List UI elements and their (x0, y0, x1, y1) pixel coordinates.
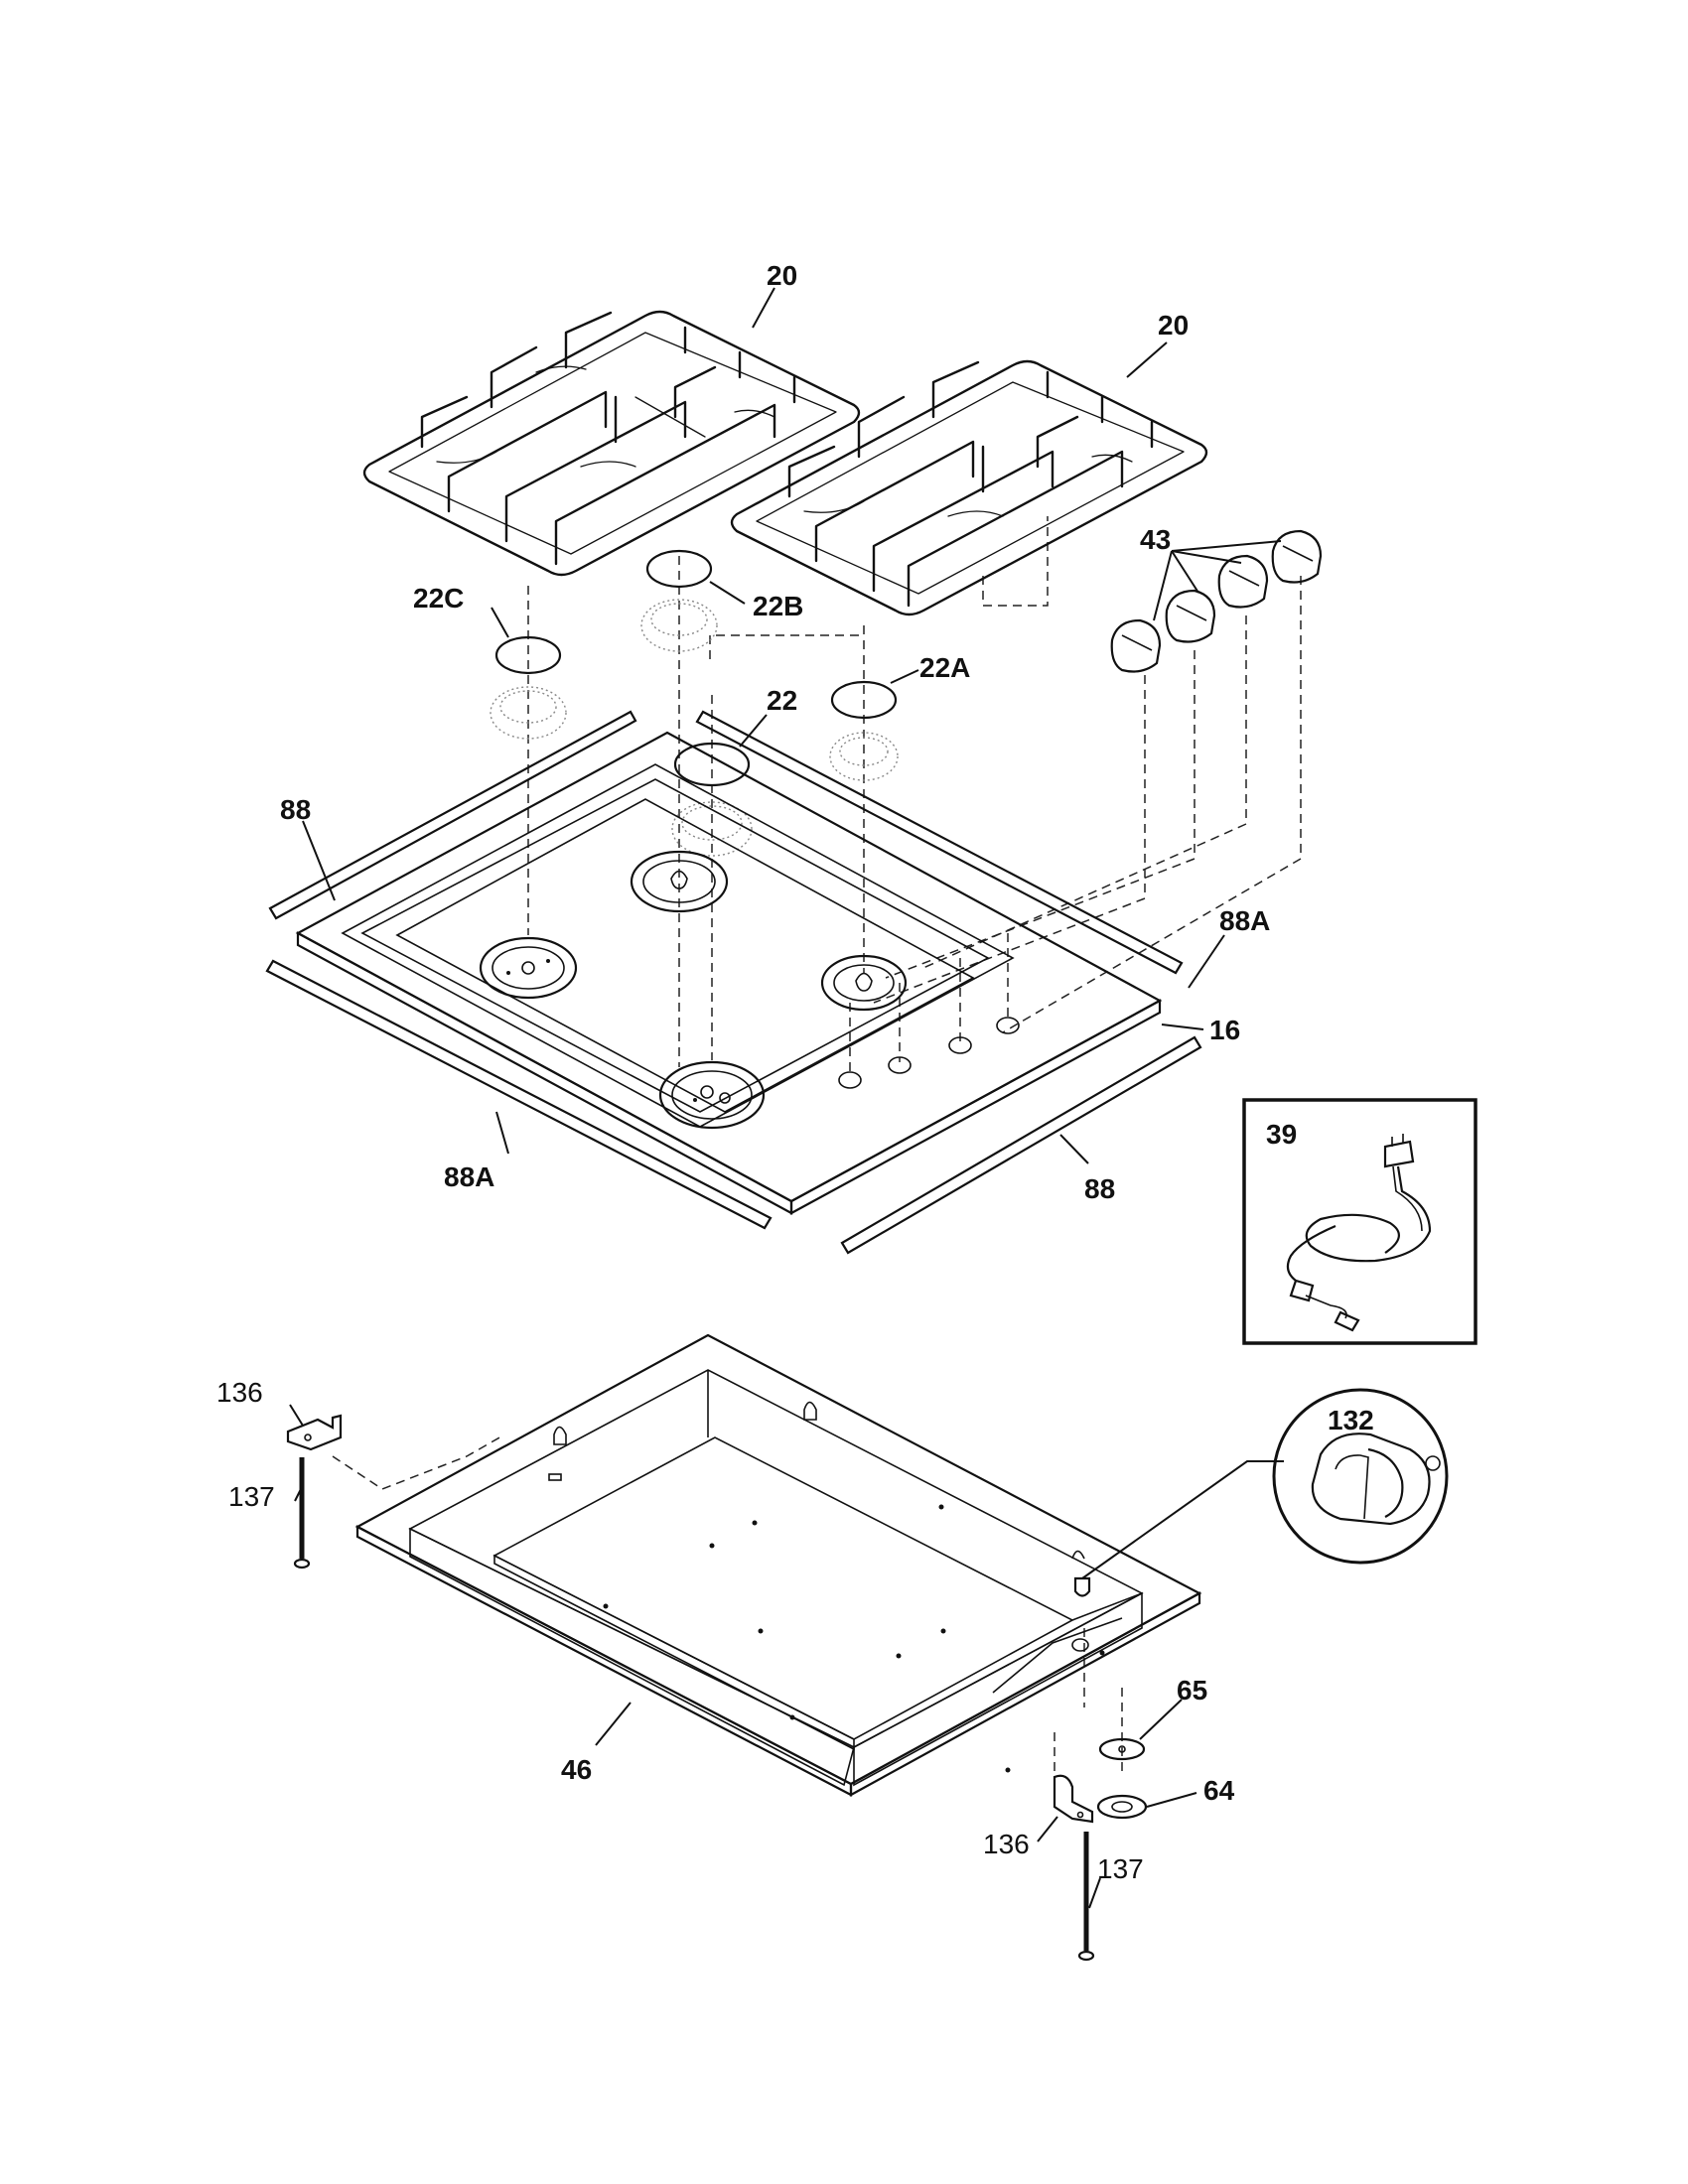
mounting-holes (603, 1504, 1105, 1773)
label-trim-88-front: 88 (1084, 1173, 1115, 1204)
trim-strip-88-left (268, 710, 637, 920)
burner-cap-22b (645, 549, 713, 589)
power-cord-frame (1242, 1098, 1477, 1345)
screw-137-right (1077, 1832, 1095, 1962)
burner-box-46 (354, 1333, 1202, 1797)
label-grate-right: 20 (1158, 310, 1189, 341)
label-gasket-64: 64 (1203, 1775, 1235, 1806)
power-cord-39 (1242, 1098, 1477, 1345)
burner-base (479, 936, 578, 1000)
label-cap-22b: 22B (753, 591, 803, 621)
label-trim-88a-right: 88A (1219, 905, 1270, 936)
knob (1110, 618, 1162, 673)
label-grate-left: 20 (767, 260, 797, 291)
label-burner-box-46: 46 (561, 1754, 592, 1785)
label-cord-39: 39 (1266, 1119, 1297, 1150)
trim-strip-88a-front (265, 959, 773, 1230)
label-bracket-136-right: 136 (983, 1829, 1030, 1859)
label-clip-132: 132 (1328, 1405, 1374, 1435)
label-bracket-136-left: 136 (216, 1377, 263, 1408)
cooktop-16 (295, 731, 1163, 1215)
alignment-lines (332, 516, 1302, 1787)
knob (1271, 529, 1323, 584)
knob (1165, 589, 1216, 643)
burner-base (630, 850, 729, 913)
burner-caps (494, 549, 898, 787)
burner-cap-22c (494, 635, 562, 675)
gasket-64 (1096, 1794, 1148, 1820)
label-screw-137-right: 137 (1097, 1853, 1144, 1884)
screw-137-left (293, 1457, 311, 1570)
clip-132 (1272, 1388, 1449, 1565)
burner-head (671, 801, 753, 857)
burner-cap-22 (673, 742, 751, 787)
label-cap-22a: 22A (919, 652, 970, 683)
knob-holes (838, 1017, 1020, 1089)
burner-heads (490, 599, 899, 857)
burner-head (640, 599, 718, 652)
burner-base (820, 954, 908, 1012)
burner-head (490, 686, 567, 740)
gasket-65 (1098, 1737, 1146, 1761)
burner-head (829, 732, 899, 781)
label-screw-137-left: 137 (228, 1481, 275, 1512)
label-cooktop-16: 16 (1209, 1015, 1240, 1045)
label-knobs: 43 (1140, 524, 1171, 555)
trim-strip-88a-right (695, 710, 1184, 975)
label-gasket-65: 65 (1177, 1675, 1207, 1706)
control-knobs (1110, 529, 1323, 673)
grate-left (362, 310, 861, 577)
burner-base (658, 1060, 766, 1130)
bracket-136-left (286, 1414, 343, 1451)
grate-right (730, 359, 1208, 616)
label-cap-22c: 22C (413, 583, 464, 614)
label-trim-88a-front: 88A (444, 1161, 494, 1192)
knob (1217, 554, 1269, 609)
leader-lines (289, 287, 1282, 1909)
bracket-136-right (1053, 1774, 1094, 1824)
label-cap-22: 22 (767, 685, 797, 716)
trim-strip-88-front (840, 1035, 1202, 1255)
burner-cap-22a (830, 680, 898, 720)
label-trim-88-left: 88 (280, 794, 311, 825)
